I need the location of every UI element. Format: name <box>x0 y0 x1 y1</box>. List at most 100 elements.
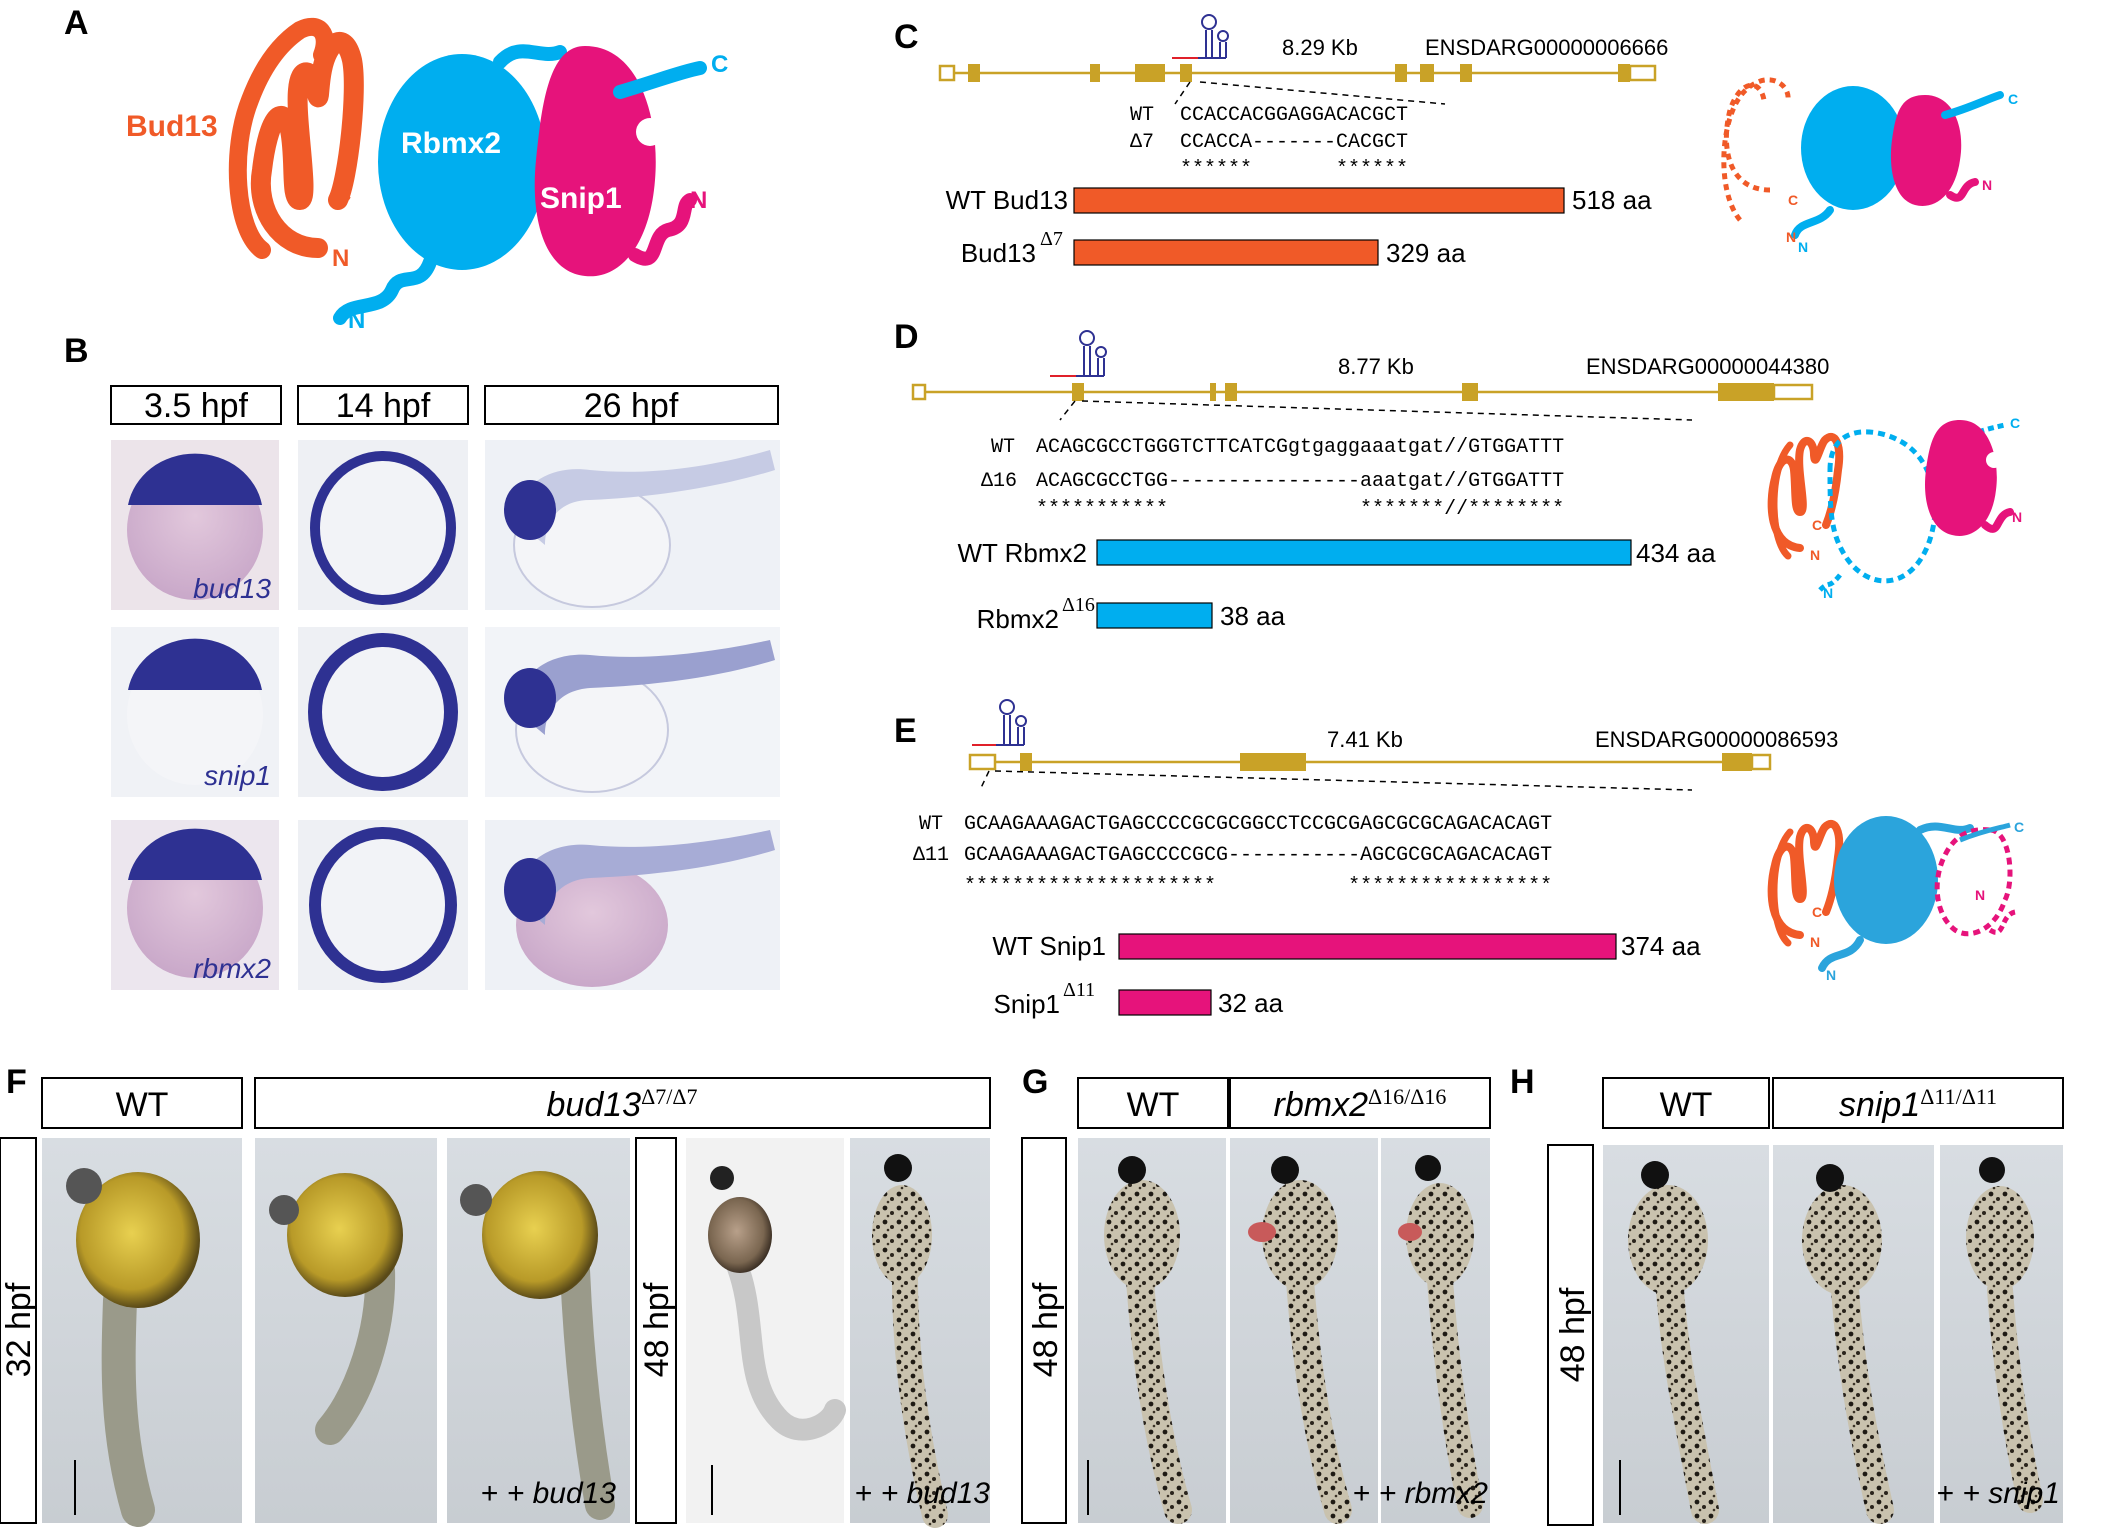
gene-size: 7.41 Kb <box>1327 727 1403 752</box>
panel-label-a: A <box>64 4 89 42</box>
seq-mut: ACAGCGCCTGG----------------aaatgat//GTGG… <box>1036 470 1564 493</box>
header-wt: WT <box>1660 1086 1713 1124</box>
header-box-wt <box>1077 1077 1229 1129</box>
zoom-line-left <box>1174 81 1191 105</box>
mut-protein-length: 38 aa <box>1220 601 1286 631</box>
snip1-n-tail <box>628 193 697 266</box>
wt-protein-length: 374 aa <box>1621 931 1701 961</box>
model-c-blue: C <box>2008 91 2018 107</box>
snip1-n-terminus: N <box>690 187 707 214</box>
embryo-image-rescue: + + rbmx2 <box>1353 1138 1490 1523</box>
embryo-14hpf <box>309 827 457 983</box>
sgrna-hairpin-icon <box>1198 14 1229 59</box>
rbmx2-label: Rbmx2 <box>401 127 501 160</box>
seq-stars: ****** ****** <box>1180 158 1408 181</box>
seq-label-mut: Δ7 <box>1130 131 1154 154</box>
rbmx2-protein-shape <box>378 54 546 270</box>
mut-protein-length: 329 aa <box>1386 238 1466 268</box>
model-n-blue: N <box>1826 967 1836 983</box>
snip1-label: Snip1 <box>540 182 622 215</box>
rescue-label-32: + + bud13 <box>481 1477 616 1510</box>
model-n-orange: N <box>1786 229 1796 245</box>
model-n-orange: N <box>1810 547 1820 563</box>
sgrna-hairpin-icon <box>996 699 1027 746</box>
header-box-mutant <box>1772 1077 2064 1129</box>
model-c-orange: C <box>1812 517 1822 533</box>
gene-model-snip1 <box>968 753 1772 771</box>
panel-a: A Bud13 C N Rbmx2 N C Snip1 N <box>64 4 728 334</box>
zoom-line-right <box>994 770 1693 791</box>
zoom-line-right <box>1081 400 1693 421</box>
stage-label: 48 hpf <box>1027 1282 1065 1377</box>
seq-label-mut: Δ16 <box>981 470 1017 493</box>
embryo-26hpf-body <box>515 830 775 925</box>
seq-label-wt: WT <box>919 813 943 836</box>
model-c-blue: C <box>2014 819 2024 835</box>
mut-protein-sup: Δ7 <box>1040 228 1063 250</box>
embryo-26hpf-body <box>515 450 775 545</box>
mut-protein-sup: Δ16 <box>1062 594 1095 616</box>
snip1-pocket <box>636 118 664 146</box>
bud13-n-terminus: N <box>332 245 349 272</box>
wt-protein-label: WT Rbmx2 <box>957 538 1087 568</box>
seq-label-wt: WT <box>1130 104 1154 127</box>
rbmx2-link <box>493 44 567 69</box>
complex-model-rbmx2-mutant: C C N N N <box>1767 415 2022 601</box>
stage-label-14: 14 hpf <box>336 387 431 425</box>
gene-size: 8.77 Kb <box>1338 354 1414 379</box>
header-wt: WT <box>1127 1086 1180 1124</box>
model-n-magenta: N <box>1975 887 1985 903</box>
stage-label-26: 26 hpf <box>584 387 679 425</box>
mutant-allele: Δ7/Δ7 <box>641 1084 697 1109</box>
stage-box-48 <box>635 1137 677 1524</box>
zoom-line-left <box>979 770 990 791</box>
wt-protein-length: 434 aa <box>1636 538 1716 568</box>
embryo-26hpf-body <box>515 640 775 735</box>
zoom-line-right <box>1199 81 1446 105</box>
panel-label-f: F <box>6 1063 27 1101</box>
embryo-image-mutant <box>1230 1138 1378 1524</box>
embryo-image-mut-48 <box>686 1138 846 1523</box>
rescue-gene: + snip1 <box>1962 1477 2060 1510</box>
header-mutant: snip1Δ11/Δ11 <box>1839 1084 1997 1124</box>
ensembl-id: ENSDARG00000086593 <box>1595 727 1838 752</box>
seq-wt: GCAAGAAAGACTGAGCCCCGCGCGGCCTCCGCGAGCGCGC… <box>964 813 1552 836</box>
mut-protein-length: 32 aa <box>1218 988 1284 1018</box>
stage-box-26 <box>484 385 779 425</box>
mutant-name: snip1 <box>1839 1086 1920 1124</box>
gene-model-bud13 <box>938 64 1657 82</box>
embryo-blastoderm <box>128 453 262 505</box>
embryo-image-mutant <box>1773 1145 1934 1524</box>
header-box-mutant <box>254 1077 991 1129</box>
model-c-orange: C <box>1812 904 1822 920</box>
embryo-image-rescue-48: + + bud13 <box>850 1138 990 1528</box>
gene-model-rbmx2 <box>911 383 1814 401</box>
mutant-name: rbmx2 <box>1274 1086 1369 1124</box>
panel-label-e: E <box>894 712 917 750</box>
rescue-gene-32: + bud13 <box>507 1477 617 1510</box>
model-n-blue: N <box>1823 585 1833 601</box>
header-box-wt <box>41 1077 243 1129</box>
ish-row-bud13: bud13 <box>111 440 780 610</box>
mut-protein-bar <box>1096 602 1213 629</box>
panel-h: H WT snip1Δ11/Δ11 48 hpf + + snip1 <box>1510 1063 2064 1526</box>
panel-d: D 8.77 Kb ENSDARG00000044380 WT Δ16 ACAG… <box>894 318 2022 634</box>
sgrna-hairpin-icon <box>1076 330 1107 377</box>
mutant-allele: Δ11/Δ11 <box>1920 1084 1997 1109</box>
panel-c: C 8.29 Kb ENSDARG00000006666 WT Δ7 <box>894 14 2018 268</box>
stage-label-48: 48 hpf <box>638 1282 676 1377</box>
mut-protein-bar <box>1073 239 1379 266</box>
rescue-gene: + rbmx2 <box>1379 1477 1489 1510</box>
rescue-label: + + rbmx2 <box>1353 1477 1488 1510</box>
complex-model-bud13-mutant: C C N N N <box>1721 77 2018 255</box>
mut-protein-label: Bud13 <box>961 238 1036 268</box>
stage-label: 48 hpf <box>1554 1287 1592 1382</box>
complex-model-snip1-mutant: C C N N N <box>1767 816 2024 983</box>
ish-row-rbmx2: rbmx2 <box>111 820 780 990</box>
stage-box <box>1021 1137 1067 1524</box>
embryo-14hpf <box>310 451 456 605</box>
ensembl-id: ENSDARG00000044380 <box>1586 354 1829 379</box>
embryo-26hpf-head <box>504 858 556 922</box>
header-box-wt <box>1602 1077 1770 1129</box>
